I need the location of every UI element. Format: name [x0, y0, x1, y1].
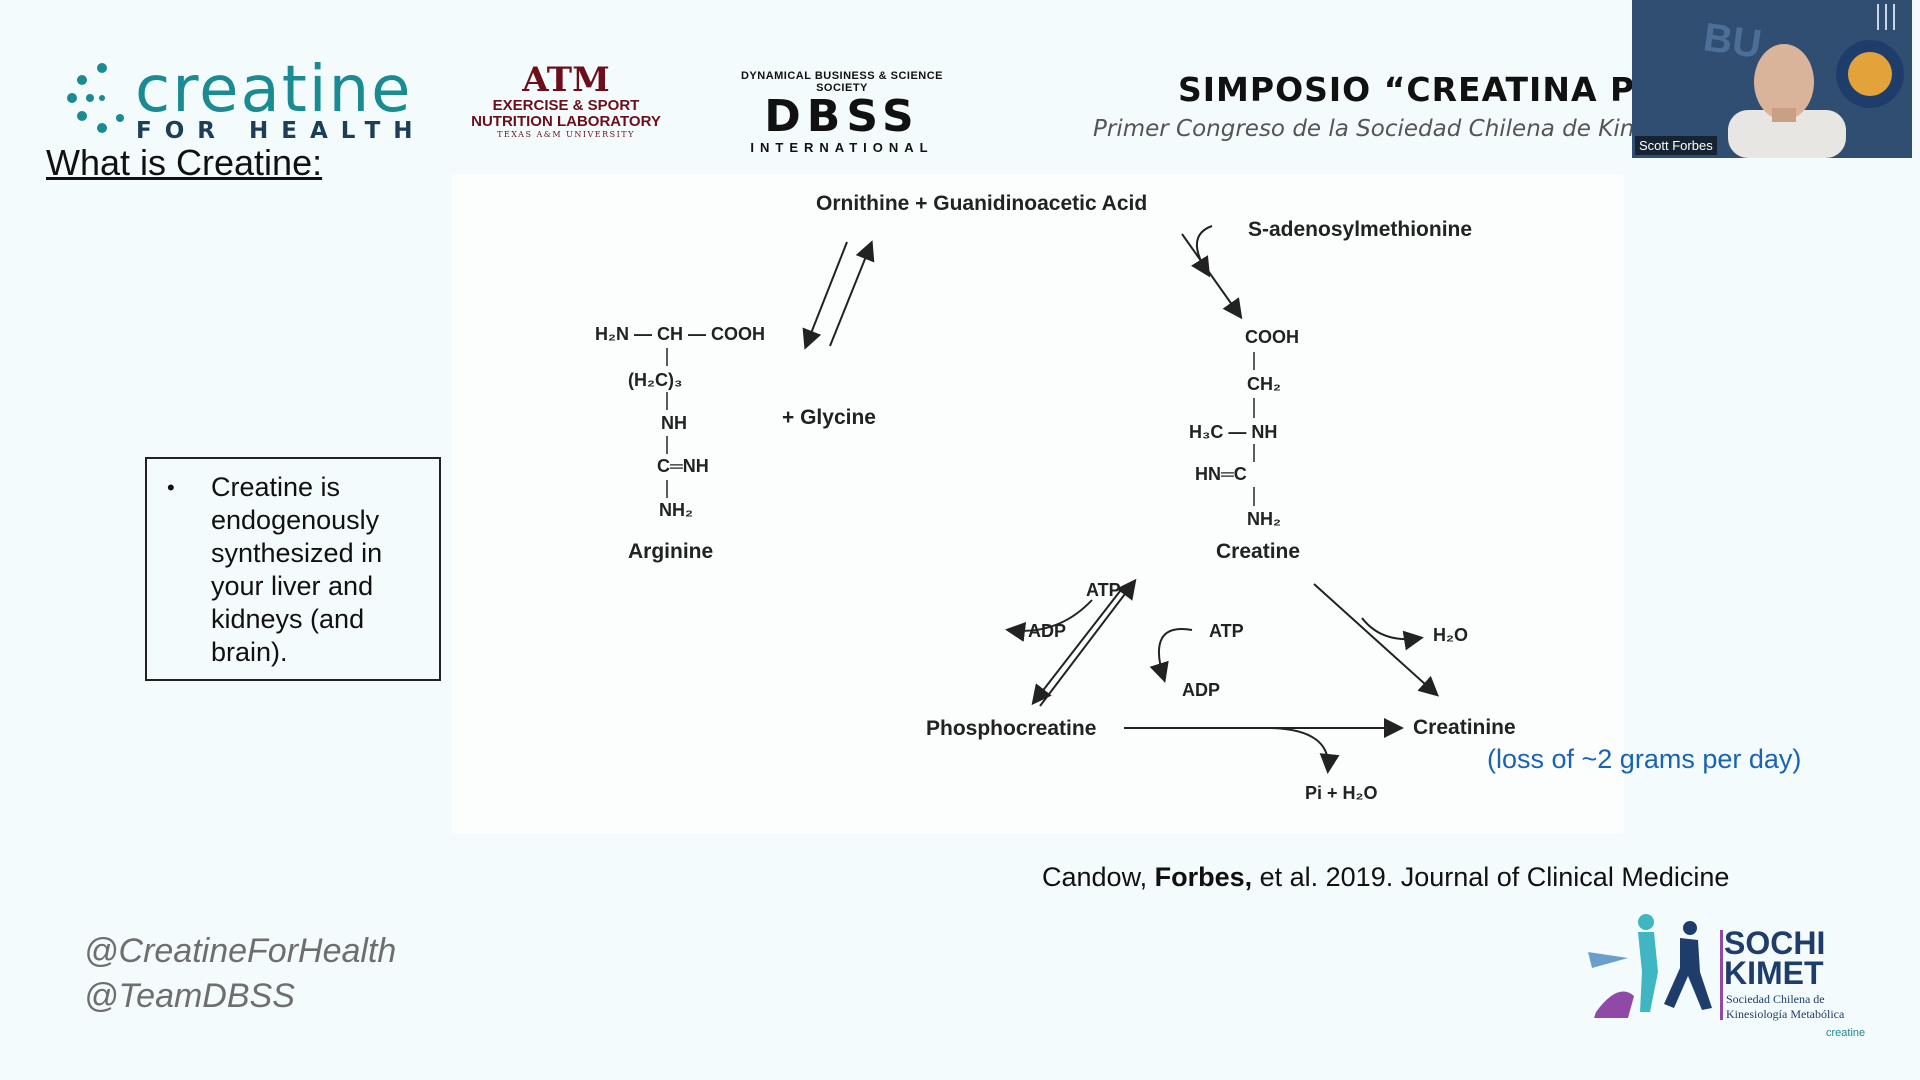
atp-right-label: ATP	[1209, 621, 1244, 641]
ornithine-label: Ornithine + Guanidinoacetic Acid	[816, 192, 1147, 215]
webcam-tile[interactable]: BU Scott Forbes	[1632, 0, 1912, 158]
sochi-sub2: Kinesiología Metabólica	[1726, 1007, 1845, 1021]
participant-name: Scott Forbes	[1635, 136, 1717, 155]
handle-dbss: @TeamDBSS	[84, 977, 295, 1015]
dbss-wordmark: DBSS	[764, 91, 920, 142]
sochi-word2: KIMET	[1724, 955, 1824, 991]
creatine-pathway-diagram: Ornithine + Guanidinoacetic Acid S-adeno…	[452, 174, 1624, 834]
arginine-nh2: NH₂	[659, 500, 693, 520]
arrow-down-arginine	[802, 241, 848, 350]
arrow-to-creatine	[1181, 233, 1243, 320]
creatine-label: Creatine	[1216, 540, 1300, 563]
creatine-nh2: NH₂	[1247, 509, 1281, 529]
arrow-atp-adp-right	[1149, 628, 1193, 683]
sochi-divider	[1720, 930, 1723, 1020]
adp-bottom-label: ADP	[1182, 680, 1220, 700]
bullet-text: Creatine is endogenously synthesized in …	[211, 472, 383, 667]
creatine-h3c: H₃C — NH	[1189, 422, 1277, 442]
arginine-h2c: (H₂C)₃	[628, 370, 682, 390]
logo-subtitle: FOR HEALTH	[136, 118, 426, 144]
arrow-h2o	[1361, 617, 1424, 651]
pathway-svg: Ornithine + Guanidinoacetic Acid S-adeno…	[595, 192, 1516, 803]
arrow-pi-h2o	[1271, 727, 1340, 774]
arginine-top-group: H₂N — CH — COOH	[595, 324, 765, 344]
dbss-top-text: DYNAMICAL BUSINESS & SCIENCE SOCIETY	[740, 70, 944, 94]
sochi-small-creatine: creatine	[1826, 1027, 1866, 1039]
pi-h2o-label: Pi + H₂O	[1305, 783, 1378, 803]
sochi-subtitle: Sociedad Chilena de Kinesiología Metaból…	[1726, 992, 1844, 1022]
arrow-from-phosphocreatine	[1039, 578, 1137, 707]
creatine-cooh: COOH	[1245, 327, 1299, 347]
handle-creatine: @CreatineForHealth	[84, 932, 397, 970]
sochi-sub1: Sociedad Chilena de	[1726, 992, 1825, 1006]
sam-label: S-adenosylmethionine	[1248, 218, 1472, 241]
tamu-line3: TEXAS A&M UNIVERSITY	[497, 130, 635, 139]
logo-wordmark: creatine	[135, 53, 413, 127]
symposium-title: SIMPOSIO “CREATINA PARA	[1178, 70, 1712, 109]
sochi-kimet-figures-icon	[1588, 914, 1712, 1018]
arginine-cnh: C═NH	[657, 456, 709, 476]
loss-note: (loss of ~2 grams per day)	[1487, 744, 1802, 774]
sochi-word1: SOCHI	[1724, 925, 1826, 961]
tamu-line2: NUTRITION LABORATORY	[471, 113, 661, 130]
tamu-mark: ATM	[522, 60, 610, 100]
citation-post: et al. 2019. Journal of Clinical Medicin…	[1252, 862, 1730, 892]
slide-title: What is Creatine:	[46, 142, 323, 183]
svg-text:BU: BU	[1701, 15, 1764, 67]
citation-bold: Forbes,	[1154, 862, 1253, 892]
creatine-hn: HN═C	[1195, 464, 1247, 484]
molecule-icon	[67, 63, 124, 133]
tamu-logo: ATM EXERCISE & SPORT NUTRITION LABORATOR…	[466, 62, 666, 147]
dbss-bottom-text: INTERNATIONAL	[750, 140, 934, 155]
bullet-box: • Creatine is endogenously synthesized i…	[145, 457, 441, 681]
creatine-for-health-logo	[67, 63, 124, 133]
creatine-ch2: CH₂	[1247, 374, 1281, 394]
arrow-to-creatinine	[1313, 583, 1439, 697]
citation-pre: Candow,	[1042, 862, 1155, 892]
arrow-up-ornithine	[829, 240, 875, 347]
sochi-wordmark: SOCHI KIMET	[1724, 925, 1826, 991]
phosphocreatine-label: Phosphocreatine	[926, 717, 1096, 740]
tamu-line1: EXERCISE & SPORT	[492, 97, 640, 114]
h2o-label: H₂O	[1433, 625, 1468, 645]
arrow-atp-adp	[1005, 599, 1093, 642]
creatinine-label: Creatinine	[1413, 716, 1516, 739]
arginine-label: Arginine	[628, 540, 713, 563]
adp-left-label: ADP	[1028, 621, 1066, 641]
bullet-mark: •	[167, 475, 175, 500]
dbss-logo: DYNAMICAL BUSINESS & SCIENCE SOCIETY DBS…	[722, 70, 962, 155]
arrow-sam	[1191, 225, 1213, 278]
glycine-label: + Glycine	[782, 406, 876, 429]
arrow-to-phosphocreatine	[1031, 585, 1125, 706]
webcam-video: BU	[1632, 0, 1912, 158]
symposium-subtitle: Primer Congreso de la Sociedad Chilena d…	[1093, 116, 1661, 142]
arginine-nh: NH	[661, 413, 687, 433]
atp-top-label: ATP	[1086, 580, 1121, 600]
citation: Candow, Forbes, et al. 2019. Journal of …	[1042, 862, 1729, 893]
